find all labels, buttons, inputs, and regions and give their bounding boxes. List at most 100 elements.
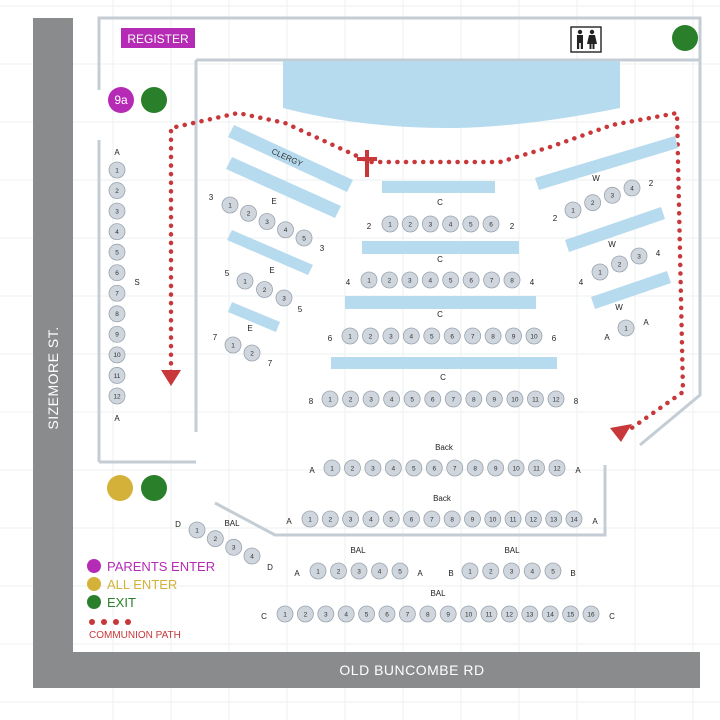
seat: [503, 271, 521, 289]
seat-number: 6: [450, 333, 454, 340]
seat-number: 3: [349, 516, 353, 523]
communion-path: [168, 110, 686, 435]
seat: [243, 547, 261, 565]
seat: [524, 510, 542, 528]
seat: [381, 271, 398, 289]
altar-area: [283, 61, 620, 128]
seat-number: 2: [304, 611, 308, 618]
seat-number: 8: [473, 465, 477, 472]
row-end-label: 2: [649, 179, 654, 188]
seat: [256, 281, 273, 298]
seat: [464, 510, 481, 528]
seat-number: 10: [530, 333, 538, 340]
seat-number: 3: [282, 295, 286, 302]
seat-number: 6: [432, 465, 436, 472]
seat: [443, 327, 461, 345]
seat: [484, 510, 502, 528]
seat: [391, 562, 409, 580]
seat-number: 8: [510, 277, 514, 284]
seat: [224, 336, 242, 354]
seat-number: 16: [587, 611, 595, 618]
section-label: BAL: [430, 589, 446, 598]
seat-number: 5: [398, 568, 402, 575]
seat-number: 1: [243, 278, 247, 285]
pew-center-2: [362, 241, 519, 254]
seat: [384, 459, 402, 477]
seat: [236, 272, 254, 290]
seat-number: 2: [388, 277, 392, 284]
seat: [296, 605, 314, 623]
seat: [402, 327, 420, 345]
seat: [108, 223, 126, 241]
seat: [443, 510, 461, 528]
seat: [504, 510, 522, 528]
seat-number: 10: [511, 396, 519, 403]
seat: [525, 327, 543, 345]
restroom-icon: [570, 26, 602, 53]
seat: [444, 390, 462, 408]
seat: [225, 538, 243, 556]
seat-number: 4: [390, 396, 394, 403]
seat: [630, 247, 648, 265]
pews: CLERGY: [226, 125, 678, 369]
exit-door-9a: [141, 87, 167, 113]
pew-center-4: [331, 357, 557, 369]
seat: [243, 344, 261, 362]
exit-door-top-right: [672, 25, 698, 51]
seat-number: 2: [263, 287, 267, 294]
section-label: E: [247, 324, 252, 333]
row-end-label: A: [575, 466, 581, 475]
seat-number: 4: [428, 277, 432, 284]
seat: [442, 215, 460, 233]
row-end-label: 3: [320, 244, 325, 253]
side-label: S: [134, 278, 139, 287]
seat: [547, 390, 565, 408]
seat-number: 8: [426, 611, 430, 618]
seat: [108, 264, 126, 282]
seat-number: 9: [446, 611, 450, 618]
seat-number: 10: [512, 465, 520, 472]
legend-parents-enter-label: PARENTS ENTER: [107, 559, 215, 574]
seat: [188, 521, 206, 539]
seat: [108, 182, 126, 199]
door-9a-label: 9a: [114, 93, 128, 107]
seat-number: 11: [510, 516, 517, 523]
seat: [460, 605, 478, 623]
row-end-label: A: [309, 466, 315, 475]
all-enter-door: [107, 475, 133, 501]
seat: [382, 327, 400, 345]
seat-number: 3: [265, 219, 269, 226]
seat: [358, 605, 376, 623]
seat: [342, 390, 359, 408]
seat-number: 7: [115, 291, 119, 298]
seat-number: 7: [451, 396, 455, 403]
exit-door-bottom-left: [141, 475, 167, 501]
row-end-label: 4: [346, 278, 351, 287]
seat: [362, 510, 380, 528]
legend-communion-swatch: [89, 619, 131, 625]
register-box: [121, 28, 195, 48]
pew-left-3: [228, 302, 280, 332]
register-label: REGISTER: [127, 32, 189, 46]
seat-number: 4: [410, 333, 414, 340]
section-label: C: [437, 198, 443, 207]
communion-arrow-right: [610, 424, 632, 442]
seat-number: 9: [471, 516, 475, 523]
seat-number: 4: [284, 227, 288, 234]
pew-right-1: [535, 136, 678, 190]
seat-number: 2: [214, 536, 218, 543]
seat: [591, 263, 609, 281]
seat-number: 5: [469, 221, 473, 228]
seat: [506, 390, 524, 408]
seat-number: 7: [453, 465, 457, 472]
seat-number: 9: [512, 333, 516, 340]
row-end-label: 4: [530, 278, 535, 287]
seat-number: 4: [630, 185, 634, 192]
legend-communion-label: COMMUNION PATH: [89, 630, 181, 641]
pew-right-3: [591, 271, 671, 309]
seat: [258, 213, 276, 230]
